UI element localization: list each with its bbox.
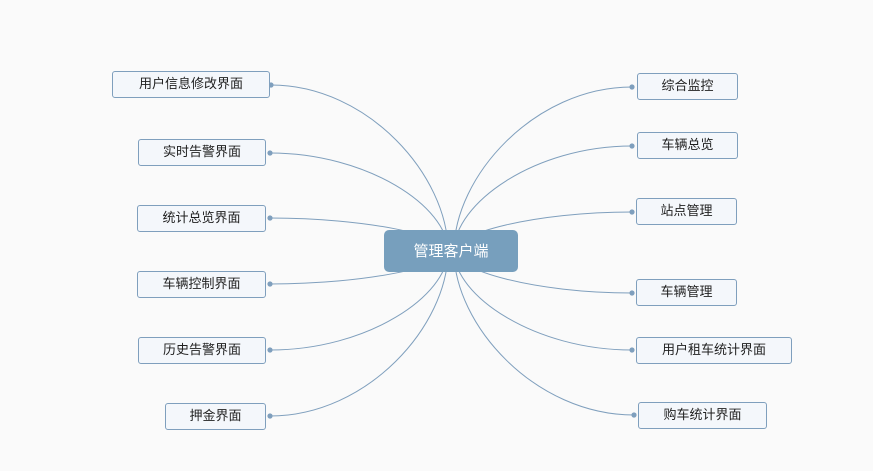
- left-connector-dot-2: [267, 215, 273, 221]
- right-connector-dot-1: [629, 143, 635, 149]
- branch-realtime-alarm[interactable]: 实时告警界面: [138, 139, 266, 166]
- branch-vehicle-management[interactable]: 车辆管理: [636, 279, 737, 306]
- right-connector-dot-5: [631, 412, 637, 418]
- branch-user-rental-statistics[interactable]: 用户租车统计界面: [636, 337, 792, 364]
- left-connector-dot-1: [267, 150, 273, 156]
- right-connector-5: [453, 250, 635, 416]
- branch-alarm-history[interactable]: 历史告警界面: [138, 337, 266, 364]
- right-connector-0: [453, 86, 633, 252]
- left-connector-dot-3: [267, 281, 273, 287]
- branch-statistics-overview[interactable]: 统计总览界面: [137, 205, 266, 232]
- left-connector-dot-4: [267, 347, 273, 353]
- left-connector-dot-5: [267, 413, 273, 419]
- branch-deposit[interactable]: 押金界面: [165, 403, 266, 430]
- left-connector-0: [270, 84, 449, 252]
- right-connector-dot-2: [629, 209, 635, 215]
- branch-purchase-statistics[interactable]: 购车统计界面: [638, 402, 767, 429]
- branch-vehicle-control[interactable]: 车辆控制界面: [137, 271, 266, 298]
- right-connector-dot-0: [629, 84, 635, 90]
- left-connector-5: [269, 250, 449, 417]
- branch-user-info-edit[interactable]: 用户信息修改界面: [112, 71, 270, 98]
- right-connector-dot-4: [629, 347, 635, 353]
- branch-vehicle-overview[interactable]: 车辆总览: [637, 132, 738, 159]
- right-connector-dot-3: [629, 290, 635, 296]
- branch-integrated-monitoring[interactable]: 综合监控: [637, 73, 738, 100]
- branch-station-management[interactable]: 站点管理: [636, 198, 737, 225]
- root-node[interactable]: 管理客户端: [384, 230, 518, 272]
